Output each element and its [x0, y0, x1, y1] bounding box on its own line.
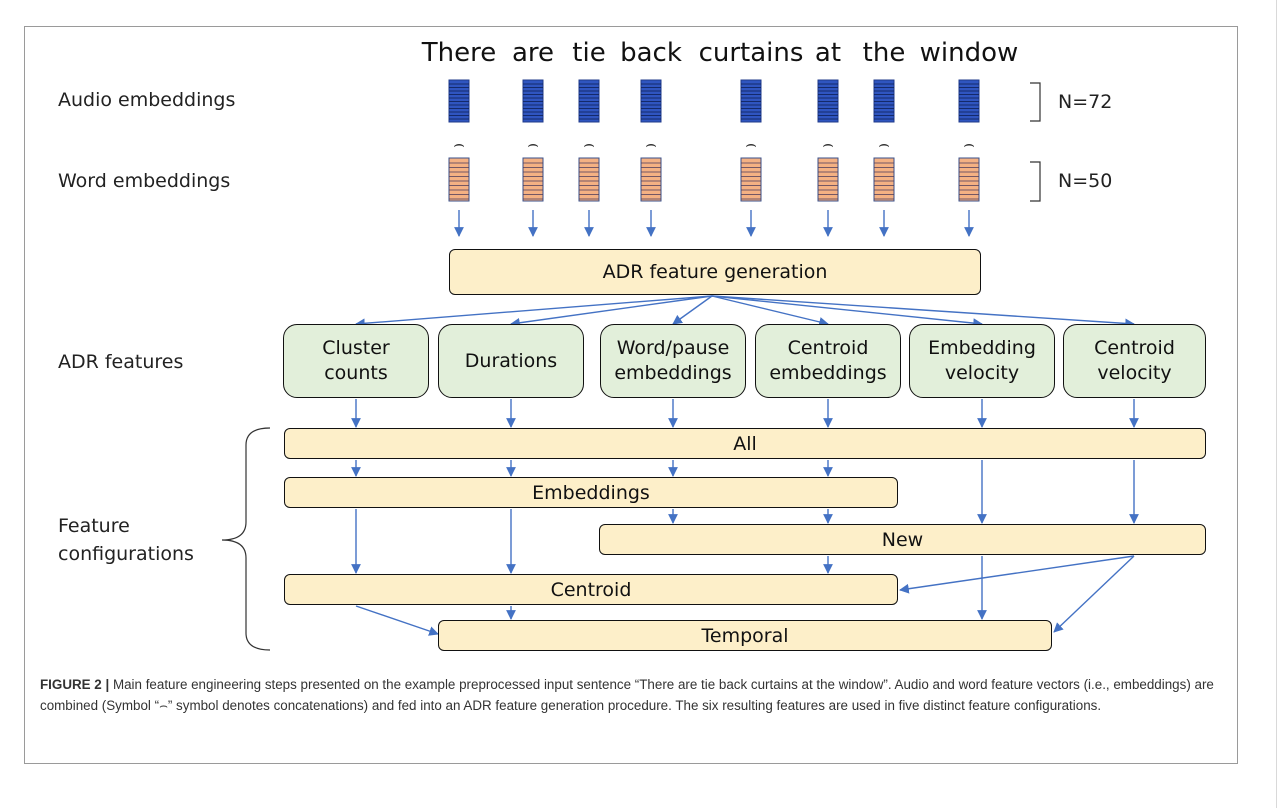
- audio-vector-icon: [740, 79, 762, 123]
- feature-label: embeddings: [614, 362, 732, 384]
- audio-dimension-label: N=72: [1058, 91, 1113, 113]
- sentence-word: window: [919, 38, 1019, 68]
- concat-symbol: ⌢: [745, 134, 757, 155]
- feature-label: Cluster: [322, 337, 390, 360]
- audio-vector-icon: [873, 79, 895, 123]
- audio-vector-icon: [448, 79, 470, 123]
- audio-vector-icon: [640, 79, 662, 123]
- sentence-word: back: [620, 38, 682, 68]
- word-vector-icon: [740, 157, 762, 202]
- config-box-temporal: Temporal: [438, 620, 1052, 651]
- concat-symbol: ⌢: [878, 134, 890, 155]
- sentence-word: at: [814, 38, 842, 68]
- word-dimension-label: N=50: [1058, 170, 1113, 192]
- flow-arrow: [355, 295, 713, 329]
- configurations-brace: [221, 427, 271, 651]
- word-vector-icon: [522, 157, 544, 202]
- sentence-word: There: [421, 38, 497, 68]
- word-vector-icon: [448, 157, 470, 202]
- feature-configurations-label-1: Feature: [58, 515, 130, 537]
- feature-label: Centroid: [787, 337, 869, 360]
- audio-vector-icon: [522, 79, 544, 123]
- feature-configurations-label-2: configurations: [58, 543, 194, 565]
- audio-vector-icon: [958, 79, 980, 123]
- figure-caption: FIGURE 2 | Main feature engineering step…: [40, 674, 1220, 717]
- feature-label: Embedding: [928, 337, 1036, 360]
- sentence-word: tie: [572, 38, 606, 68]
- sentence-word: the: [862, 38, 906, 68]
- flow-arrow: [672, 295, 713, 325]
- feature-label: Centroid: [1094, 337, 1175, 360]
- adr-features-label: ADR features: [58, 351, 184, 373]
- feature-label: embeddings: [769, 362, 887, 384]
- concat-symbol: ⌢: [453, 134, 465, 155]
- feature-box-durations: Durations: [438, 324, 584, 398]
- config-box-embeddings: Embeddings: [284, 477, 898, 508]
- feature-label: Durations: [464, 349, 558, 372]
- flow-arrow: [1053, 555, 1135, 633]
- flow-arrow: [355, 605, 439, 636]
- figure-label: FIGURE 2 |: [40, 677, 110, 692]
- word-embeddings-label: Word embeddings: [58, 170, 231, 192]
- concat-symbol: ⌢: [645, 134, 657, 155]
- flow-arrow: [711, 295, 983, 328]
- audio-dimension-bracket: [1030, 82, 1041, 122]
- flow-arrow: [510, 295, 713, 328]
- concat-symbol: ⌢: [527, 134, 539, 155]
- flow-arrow: [899, 555, 1135, 594]
- sentence-word: curtains: [698, 38, 804, 68]
- word-vector-icon: [578, 157, 600, 202]
- sentence-word: are: [511, 38, 555, 68]
- feature-label: velocity: [1097, 362, 1172, 384]
- concat-symbol: ⌢: [963, 134, 975, 155]
- flow-arrow: [711, 295, 829, 327]
- adr-feature-generation-box: ADR feature generation: [449, 249, 981, 295]
- word-vector-icon: [817, 157, 839, 202]
- word-vector-icon: [958, 157, 980, 202]
- caption-text: Main feature engineering steps presented…: [40, 677, 1214, 714]
- audio-vector-icon: [578, 79, 600, 123]
- audio-vector-icon: [817, 79, 839, 123]
- feature-label: velocity: [944, 362, 1020, 384]
- flow-arrow: [711, 295, 1135, 329]
- concat-symbol: ⌢: [822, 134, 834, 155]
- feature-label: counts: [324, 362, 388, 384]
- word-dimension-bracket: [1030, 161, 1041, 202]
- audio-embeddings-label: Audio embeddings: [58, 89, 236, 111]
- word-vector-icon: [873, 157, 895, 202]
- word-vector-icon: [640, 157, 662, 202]
- concat-symbol: ⌢: [583, 134, 595, 155]
- config-box-all: All: [284, 428, 1206, 459]
- page-edge: [1276, 0, 1277, 808]
- figure-frame: [24, 26, 1238, 764]
- config-box-new: New: [599, 524, 1206, 555]
- config-box-centroid: Centroid: [284, 574, 898, 605]
- feature-label: Word/pause: [616, 337, 730, 360]
